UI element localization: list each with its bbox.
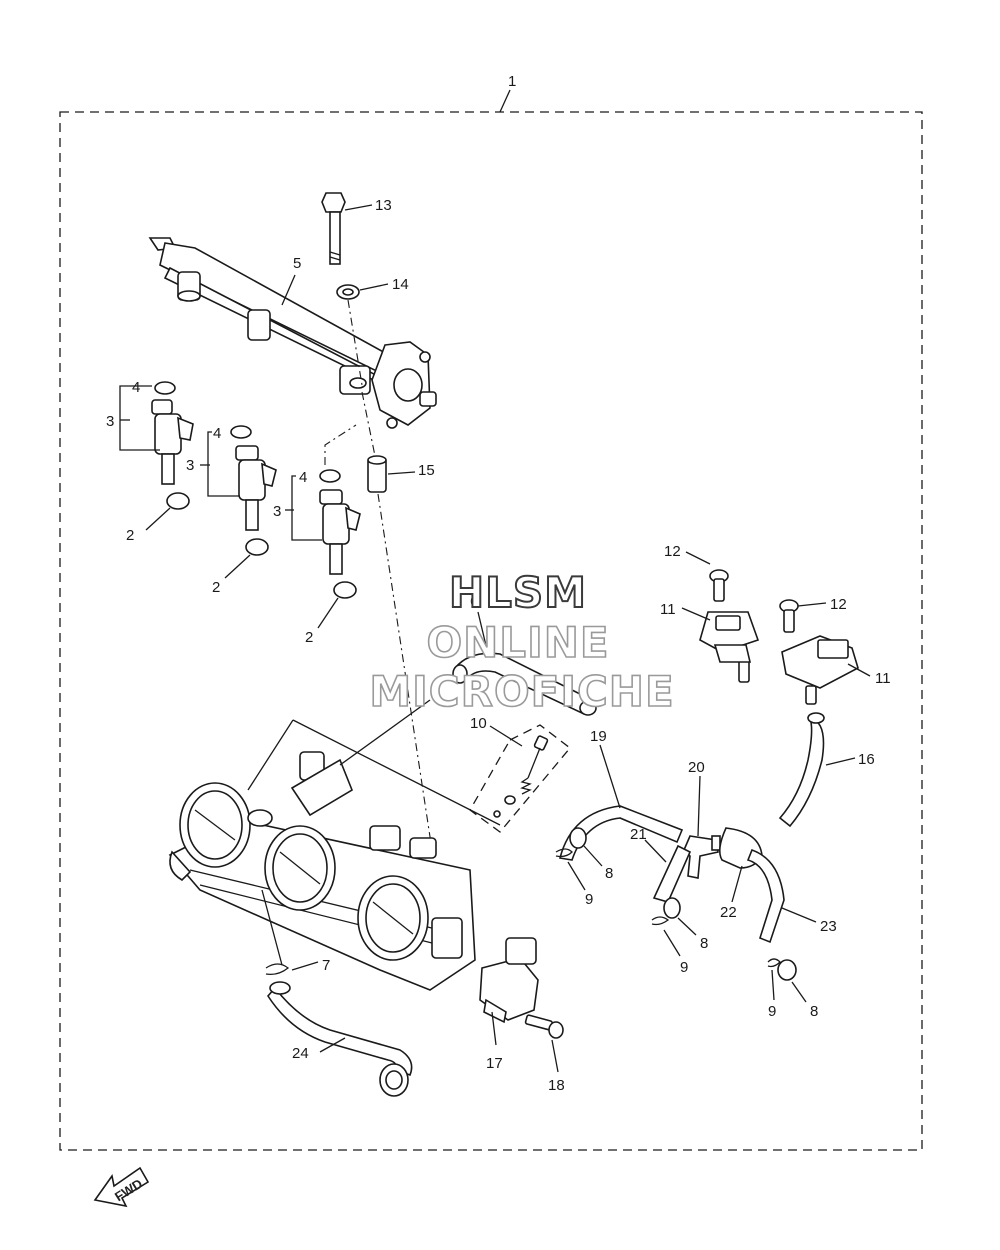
- callout-22: 22: [720, 904, 737, 921]
- callout-10: 10: [470, 715, 487, 732]
- callout-14: 14: [392, 276, 409, 293]
- callout-20: 20: [688, 759, 705, 776]
- hose-6: [452, 652, 597, 716]
- callout-3c: 3: [273, 503, 281, 520]
- callout-3b: 3: [186, 457, 194, 474]
- callout-18: 18: [548, 1077, 565, 1094]
- callout-12b: 12: [830, 596, 847, 613]
- joint-20: [683, 835, 721, 879]
- sensor-17: [479, 937, 539, 1024]
- screw-12-left: [709, 569, 729, 602]
- watermark-line-1: HLSM: [449, 568, 587, 617]
- callout-5: 5: [293, 255, 301, 272]
- callout-8b: 8: [700, 935, 708, 952]
- sensor-11-right: [781, 635, 859, 705]
- callout-17: 17: [486, 1055, 503, 1072]
- injector-2: [207, 425, 277, 556]
- callout-9b: 9: [680, 959, 688, 976]
- sensor-11-left: [699, 611, 760, 683]
- valve-kit-10: [469, 724, 571, 833]
- callout-4a: 4: [132, 379, 140, 396]
- callout-2c: 2: [305, 629, 313, 646]
- watermark-line-3: MICROFICHE: [369, 667, 674, 716]
- callout-11b: 11: [875, 670, 891, 687]
- hose-16: [778, 712, 825, 828]
- callout-12a: 12: [664, 543, 681, 560]
- hose-24: [267, 981, 413, 1097]
- callout-11a: 11: [660, 601, 676, 618]
- callout-9a: 9: [585, 891, 593, 908]
- washer-14: [336, 284, 360, 300]
- cap-8-a: [569, 827, 587, 849]
- callout-4c: 4: [299, 469, 307, 486]
- callout-8c: 8: [810, 1003, 818, 1020]
- callout-4b: 4: [213, 425, 221, 442]
- assembly-boundary: [59, 111, 923, 1151]
- bolt-18: [524, 1014, 564, 1039]
- collar-15: [367, 455, 387, 493]
- callout-8a: 8: [605, 865, 613, 882]
- callout-15: 15: [418, 462, 435, 479]
- callout-6: 6: [470, 593, 478, 610]
- callout-19: 19: [590, 728, 607, 745]
- throttle-body-assembly: [168, 751, 476, 991]
- callout-1: 1: [508, 73, 516, 90]
- fuel-rail: [148, 237, 437, 429]
- callout-3a: 3: [106, 413, 114, 430]
- callout-16: 16: [858, 751, 875, 768]
- callout-23: 23: [820, 918, 837, 935]
- clip-9-a: [555, 848, 573, 858]
- callout-2b: 2: [212, 579, 220, 596]
- cap-8-c: [777, 959, 797, 981]
- cap-8-b: [663, 897, 681, 919]
- hose-23: [746, 848, 785, 944]
- screw-12-right: [779, 599, 799, 633]
- watermark-line-2: ONLINE: [426, 618, 609, 667]
- clip-9-b: [651, 916, 670, 926]
- callout-13: 13: [375, 197, 392, 214]
- fwd-arrow-icon: [93, 1166, 150, 1208]
- clip-9-c: [767, 958, 781, 968]
- callout-21: 21: [630, 826, 647, 843]
- callout-24: 24: [292, 1045, 309, 1062]
- bolt-13: [321, 192, 346, 265]
- injector-1: [119, 381, 194, 510]
- callout-7: 7: [322, 957, 330, 974]
- callout-2a: 2: [126, 527, 134, 544]
- clip-7: [265, 963, 290, 976]
- callout-9c: 9: [768, 1003, 776, 1020]
- injector-3: [291, 469, 361, 599]
